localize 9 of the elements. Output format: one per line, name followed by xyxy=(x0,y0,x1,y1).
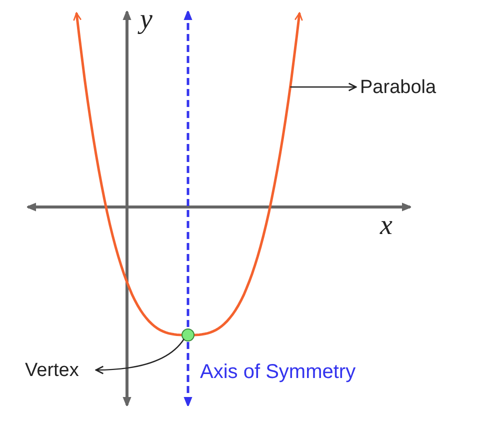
vertex-point xyxy=(182,328,194,342)
leader-line xyxy=(95,338,184,374)
symmetry-axis-label: Axis of Symmetry xyxy=(200,362,356,382)
curve-label: Parabola xyxy=(360,78,436,97)
parabola-curve xyxy=(73,12,303,336)
axis-label: y xyxy=(140,6,152,34)
axis-label: x xyxy=(380,212,392,240)
leader-line xyxy=(290,82,357,92)
point-label: Vertex xyxy=(25,361,79,380)
